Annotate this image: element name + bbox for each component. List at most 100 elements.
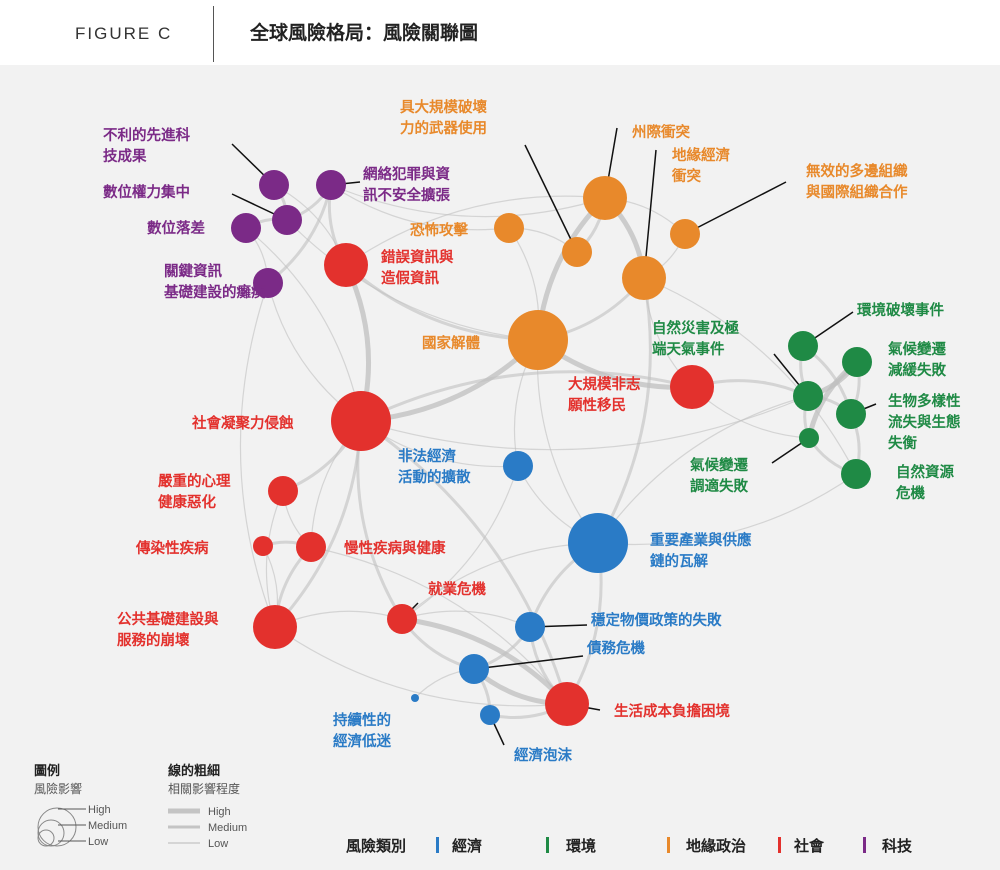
edge-infra_collapse-cost_living — [274, 626, 568, 707]
node-label-line: 傳染性疾病 — [135, 539, 209, 557]
leader-line-debt — [473, 655, 584, 670]
node-label-climate-mitigation: 氣候變遷減緩失敗 — [888, 340, 946, 379]
node-label-multilateral: 無效的多邊組織與國際組織合作 — [806, 162, 908, 201]
edge-digital_power-state_collapse — [286, 219, 539, 341]
node-label-line: 環境破壞事件 — [857, 301, 944, 319]
edge-info_infra-infra_collapse — [239, 282, 276, 628]
figure-header: FIGURE C 全球風險格局：風險關聯圖 — [0, 0, 1000, 65]
node-label-wmd: 具大規模破壞力的武器使用 — [400, 98, 487, 137]
node-social-cohesion — [331, 391, 391, 451]
node-debt — [459, 654, 489, 684]
node-resources — [841, 459, 871, 489]
node-label-line: 端天氣事件 — [652, 340, 725, 358]
node-label-line: 流失與生態 — [888, 413, 961, 431]
node-label-line: 失衡 — [888, 434, 917, 452]
node-label-line: 訊不安全擴張 — [363, 186, 450, 204]
node-label-climate-adapt: 氣候變遷調適失敗 — [690, 456, 748, 495]
node-label-geoecon: 地緣經濟衝突 — [671, 146, 730, 185]
node-label-line: 數位落差 — [147, 219, 205, 237]
node-climate-adapt — [799, 428, 819, 448]
category-bar-economic — [436, 837, 439, 853]
node-label-line: 大規模非志 — [568, 375, 641, 393]
node-label-bubble: 經濟泡沫 — [514, 746, 572, 764]
node-label-line: 不利的先進科 — [103, 126, 190, 144]
category-bar-societal — [778, 837, 781, 853]
category-label-geopolitical: 地緣政治 — [686, 837, 746, 855]
node-label-line: 非法經濟 — [398, 447, 456, 465]
node-illicit — [503, 451, 533, 481]
node-natural-disaster — [793, 381, 823, 411]
node-label-digital-power: 數位權力集中 — [103, 183, 190, 201]
category-label-environmental: 環境 — [566, 837, 596, 855]
node-biodiversity — [836, 399, 866, 429]
category-label-technological: 科技 — [882, 837, 913, 855]
node-label-line: 氣候變遷 — [888, 340, 946, 358]
node-label-line: 生活成本負擔困境 — [614, 702, 730, 720]
node-label-line: 州際衝突 — [631, 123, 690, 141]
node-label-line: 力的武器使用 — [400, 119, 487, 137]
node-label-line: 健康惡化 — [158, 493, 216, 511]
node-label-line: 經濟泡沫 — [514, 746, 572, 764]
node-label-cost-living: 生活成本負擔困境 — [614, 702, 730, 720]
node-label-line: 減緩失敗 — [888, 361, 946, 379]
node-interstate — [583, 176, 627, 220]
legend: 圖例 風險影響 High Medium Low 線的粗細 相關影響程度 High… — [34, 763, 247, 850]
node-employment — [387, 604, 417, 634]
legend-impact-low: Low — [88, 836, 108, 848]
edge-natural_disaster-supply_chain — [597, 395, 809, 544]
node-label-biodiversity: 生物多樣性流失與生態失衡 — [888, 392, 961, 452]
node-label-misinfo: 錯誤資訊與造假資訊 — [381, 248, 454, 287]
node-cyber — [316, 170, 346, 200]
node-label-cyber: 網絡犯罪與資訊不安全擴張 — [363, 165, 450, 204]
node-mental — [268, 476, 298, 506]
node-label-line: 鏈的瓦解 — [650, 552, 708, 570]
node-label-social-cohesion: 社會凝聚力侵蝕 — [191, 414, 294, 432]
node-label-line: 穩定物價政策的失敗 — [591, 611, 722, 629]
node-label-line: 生物多樣性 — [888, 392, 961, 410]
node-label-line: 活動的擴散 — [398, 468, 471, 486]
node-label-line: 基礎建設的癱瘓 — [163, 283, 266, 301]
category-label-societal: 社會 — [793, 837, 825, 855]
node-label-line: 無效的多邊組織 — [806, 162, 908, 180]
legend-thickness-medium: Medium — [208, 822, 247, 834]
edge-chronic-cost_living — [310, 546, 568, 705]
node-label-illicit: 非法經濟活動的擴散 — [398, 447, 471, 486]
node-label-line: 經濟低迷 — [333, 732, 391, 750]
node-label-stagnation: 持續性的經濟低迷 — [333, 711, 391, 750]
node-multilateral — [670, 219, 700, 249]
legend-thickness-low: Low — [208, 838, 228, 850]
leader-line-multilateral — [684, 181, 787, 235]
node-label-line: 具大規模破壞 — [400, 98, 487, 116]
node-tech-adverse — [259, 170, 289, 200]
node-cost-living — [545, 682, 589, 726]
node-layer — [231, 170, 872, 726]
edge-misinfo-interstate — [345, 195, 606, 266]
edge-cyber-terror — [330, 184, 510, 231]
legend-thickness-high: High — [208, 806, 231, 818]
figure-title: 全球風險格局：風險關聯圖 — [250, 22, 479, 44]
leader-line-layer — [231, 127, 877, 746]
node-state-collapse — [508, 310, 568, 370]
node-label-line: 關鍵資訊 — [164, 262, 222, 280]
node-label-price: 穩定物價政策的失敗 — [591, 611, 722, 629]
node-misinfo — [324, 243, 368, 287]
node-geoecon — [622, 256, 666, 300]
node-label-infectious: 傳染性疾病 — [135, 539, 209, 557]
edge-social_cohesion-infra_collapse — [273, 420, 363, 629]
legend-impact-subtitle: 風險影響 — [34, 781, 82, 796]
node-label-line: 自然災害及極 — [652, 319, 739, 337]
node-infectious — [253, 536, 273, 556]
node-label-debt: 債務危機 — [586, 639, 645, 657]
category-bar-environmental — [546, 837, 549, 853]
node-label-line: 調適失敗 — [690, 477, 748, 495]
node-label-line: 嚴重的心理 — [158, 472, 231, 490]
node-label-employment: 就業危機 — [428, 580, 486, 598]
node-digital-power — [272, 205, 302, 235]
header-divider — [213, 6, 214, 62]
node-label-info-infra: 關鍵資訊基礎建設的癱瘓 — [163, 262, 266, 301]
node-wmd — [562, 237, 592, 267]
node-price — [515, 612, 545, 642]
node-label-line: 就業危機 — [428, 580, 486, 598]
node-label-state-collapse: 國家解體 — [422, 334, 480, 352]
node-label-line: 錯誤資訊與 — [381, 248, 454, 266]
